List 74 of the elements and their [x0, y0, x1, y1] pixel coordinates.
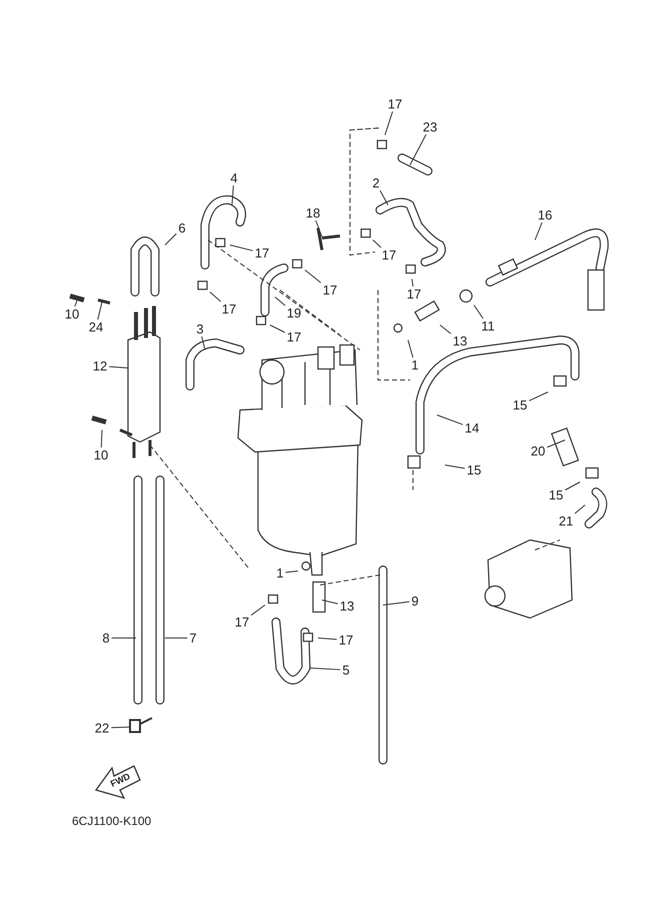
leader-line — [322, 600, 338, 604]
direction-label: FWD — [108, 771, 132, 789]
leader-line — [574, 504, 586, 514]
leader-line — [408, 340, 414, 358]
callout-number: 2 — [371, 176, 381, 190]
leader-line — [108, 366, 128, 368]
leader-line — [274, 296, 286, 306]
leader-line — [97, 302, 102, 320]
leader-line — [201, 336, 206, 350]
leader-line — [474, 304, 484, 319]
callout-number: 14 — [464, 422, 480, 434]
callout-number: 17 — [234, 616, 250, 628]
leader-line — [230, 244, 254, 252]
callout-number: 15 — [512, 398, 528, 412]
leader-line — [382, 601, 410, 606]
leader-line — [440, 324, 452, 334]
callout-number: 4 — [229, 172, 239, 184]
callout-number: 1 — [275, 566, 285, 580]
callout-number: 17 — [286, 330, 302, 344]
callout-number: 19 — [286, 306, 302, 320]
callout-number: 18 — [304, 206, 322, 220]
leader-line — [100, 430, 102, 448]
callout-number: 20 — [530, 444, 546, 458]
leader-line — [315, 220, 322, 238]
leader-line — [528, 392, 548, 402]
leader-line — [210, 292, 222, 302]
leader-line — [250, 604, 266, 616]
leader-line — [436, 414, 464, 426]
leader-line — [304, 270, 322, 284]
leader-line — [270, 324, 286, 333]
callout-number: 1 — [410, 358, 420, 372]
leader-line — [444, 464, 466, 469]
leader-line — [372, 240, 382, 248]
callout-number: 3 — [195, 322, 205, 336]
callout-number: 23 — [422, 120, 438, 134]
callout-number: 17 — [254, 246, 270, 260]
leader-line — [164, 233, 177, 246]
callout-number: 15 — [548, 488, 564, 502]
callout-number: 16 — [536, 208, 554, 222]
callout-number: 22 — [94, 722, 110, 734]
leader-line — [410, 134, 427, 166]
callout-number: 10 — [92, 448, 110, 462]
callout-number: 12 — [92, 360, 108, 372]
leader-line — [534, 222, 542, 240]
callout-number: 17 — [322, 284, 338, 296]
leader-line — [412, 278, 414, 287]
callout-number: 13 — [452, 334, 468, 348]
leader-line — [564, 482, 580, 490]
leader-line — [310, 668, 341, 670]
callout-number: 8 — [101, 632, 111, 644]
leader-line — [380, 190, 388, 206]
leader-line — [74, 298, 78, 307]
callout-number: 17 — [406, 288, 422, 300]
callout-number: 17 — [380, 248, 398, 262]
callout-number: 6 — [177, 222, 187, 234]
diagram-code: 6CJ1100-K100 — [72, 814, 152, 828]
callout-number: 21 — [558, 514, 574, 528]
callout-number: 15 — [466, 464, 482, 476]
leader-line — [110, 726, 130, 728]
callout-number: 7 — [188, 632, 198, 644]
leader-line — [285, 570, 298, 573]
callout-number: 17 — [338, 634, 354, 646]
callout-number: 10 — [64, 308, 80, 320]
callout-number: 11 — [480, 320, 496, 332]
leader-line — [232, 185, 234, 206]
callout-number: 17 — [386, 98, 404, 110]
callout-number: 5 — [341, 664, 351, 676]
callout-number: 13 — [338, 600, 356, 612]
callout-number: 17 — [220, 302, 238, 316]
leader-line — [384, 111, 394, 136]
leader-line — [546, 440, 566, 448]
leader-line — [318, 638, 338, 640]
callout-number: 24 — [88, 320, 104, 334]
callout-number: 9 — [410, 594, 420, 608]
